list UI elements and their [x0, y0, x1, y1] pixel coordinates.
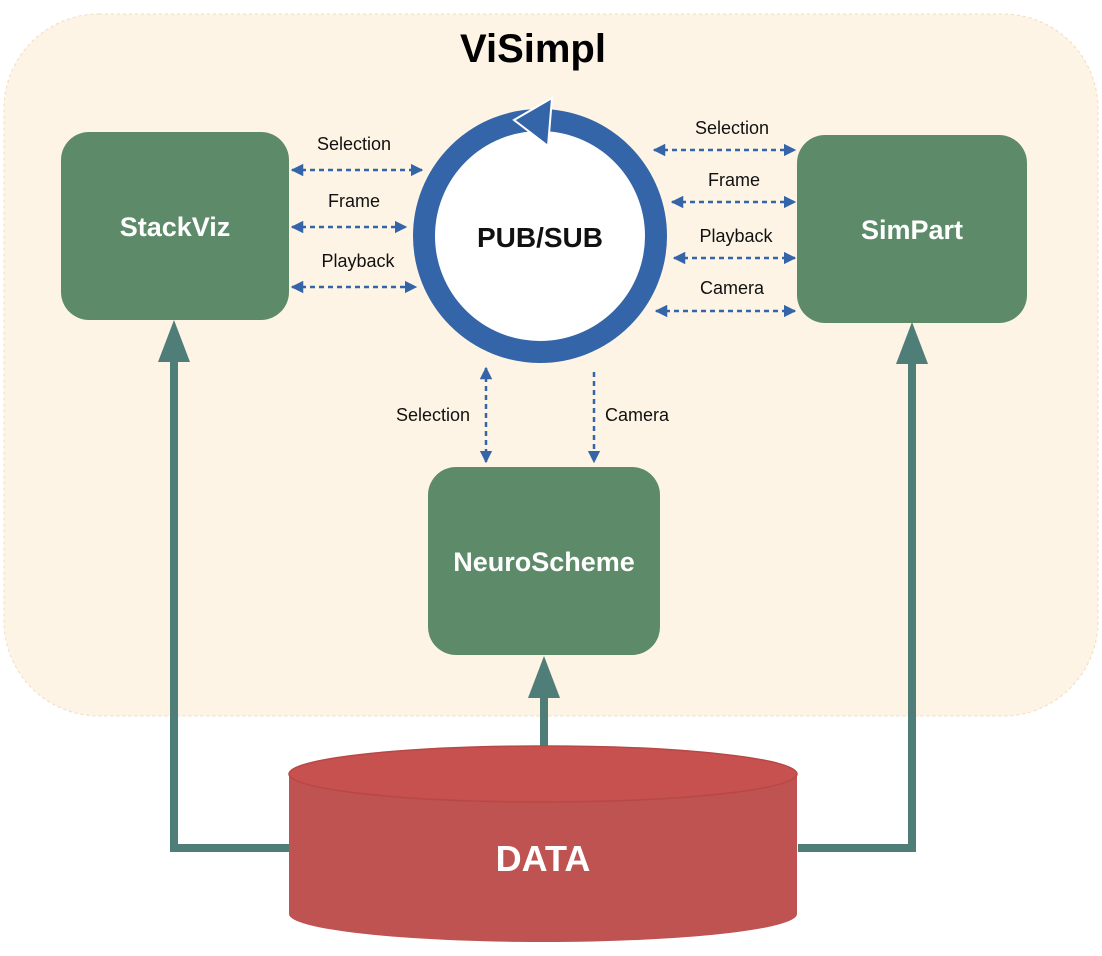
data-label: DATA	[496, 838, 591, 879]
data-flow-lines	[170, 355, 916, 852]
simpart-label: SimPart	[861, 215, 963, 245]
simpart-module: SimPart	[797, 135, 1027, 323]
data-cylinder-body	[289, 774, 797, 942]
stackviz-label: StackViz	[120, 212, 231, 242]
stackviz-links	[290, 163, 424, 294]
link-label: Playback	[321, 251, 395, 271]
neuroscheme-label: NeuroScheme	[453, 547, 635, 577]
link-label: Playback	[699, 226, 773, 246]
diagram-title: ViSimpl	[460, 27, 606, 71]
cycle-arrowhead-icon	[512, 96, 554, 148]
link-label: Frame	[708, 170, 760, 190]
stackviz-module: StackViz	[61, 132, 289, 320]
neuroscheme-module: NeuroScheme	[428, 467, 660, 655]
link-label: Selection	[695, 118, 769, 138]
data-cylinder-top	[288, 745, 798, 803]
data-store: DATA	[288, 745, 798, 942]
link-label: Camera	[700, 278, 765, 298]
pubsub-hub: PUB/SUB	[413, 96, 667, 363]
simpart-links	[652, 143, 797, 318]
simpart-input-arrowhead	[896, 322, 928, 364]
link-label: Camera	[605, 405, 670, 425]
data-to-simpart-line	[798, 358, 916, 852]
data-to-stackviz-line	[170, 355, 290, 852]
link-label: Selection	[317, 134, 391, 154]
stackviz-input-arrowhead	[158, 320, 190, 362]
pubsub-label: PUB/SUB	[477, 222, 603, 253]
neuroscheme-input-arrowhead	[528, 656, 560, 698]
neuroscheme-links	[479, 366, 601, 464]
link-label: Frame	[328, 191, 380, 211]
link-label: Selection	[396, 405, 470, 425]
